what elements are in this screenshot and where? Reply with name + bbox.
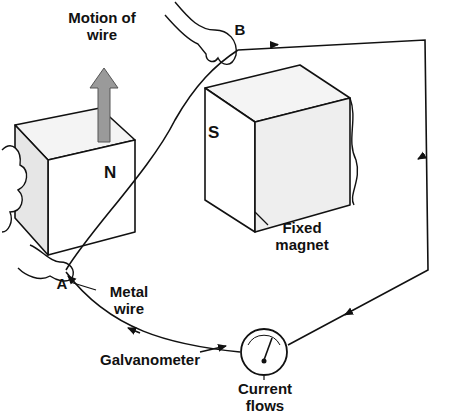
current-arrow: [68, 276, 74, 282]
magnet-break: [350, 98, 358, 205]
circuit-wire: [66, 272, 240, 352]
part-label: Current flows: [222, 381, 308, 414]
current-arrow: [128, 328, 140, 333]
arrow-label: Motion of wire: [52, 10, 152, 43]
s-magnet: [205, 65, 350, 232]
current-arrow: [345, 312, 350, 315]
leader-line: [70, 282, 96, 290]
part-label: Metal wire: [94, 284, 164, 317]
leader-line: [200, 346, 226, 352]
galvanometer-symbol: [241, 329, 287, 375]
circuit-wire: [238, 40, 428, 345]
pole-letter: S: [208, 124, 219, 143]
point-label: A: [52, 276, 72, 293]
current-arrow: [418, 155, 425, 159]
point-label: B: [230, 22, 250, 39]
part-label: Fixed magnet: [262, 220, 342, 253]
magnet-face: S: [208, 124, 236, 152]
hand: [165, 2, 236, 64]
leader-line: [255, 212, 268, 225]
magnet-face: N: [104, 164, 132, 192]
n-magnet: [15, 108, 135, 255]
motion-arrow: [90, 68, 118, 142]
hand: [2, 146, 27, 232]
leader-line: [263, 376, 264, 380]
pole-letter: N: [104, 164, 116, 183]
metal-wire: [66, 50, 238, 270]
part-label: Galvanometer: [96, 352, 204, 369]
current-arrow: [270, 44, 278, 46]
